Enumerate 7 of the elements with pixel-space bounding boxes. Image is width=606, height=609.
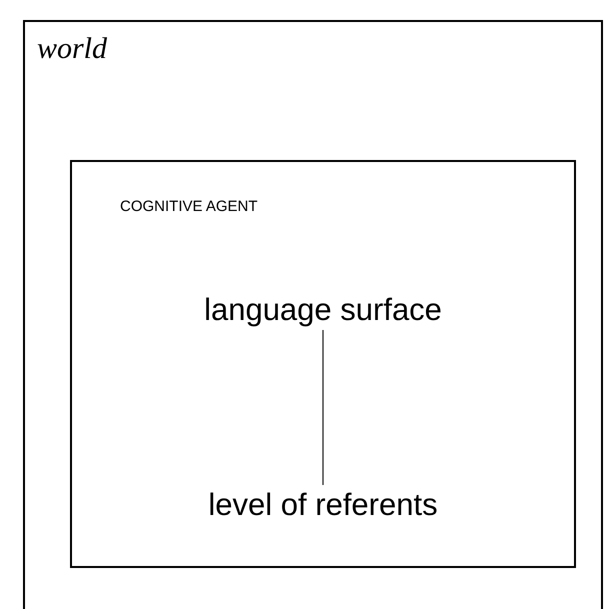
connector-line: [322, 330, 324, 486]
node-label: language surface: [204, 292, 442, 328]
box-title: COGNITIVE AGENT: [120, 198, 258, 215]
node-label: level of referents: [208, 487, 438, 523]
frame-title: world: [37, 32, 108, 66]
world-frame: [23, 20, 603, 609]
agent-box: [70, 160, 576, 568]
